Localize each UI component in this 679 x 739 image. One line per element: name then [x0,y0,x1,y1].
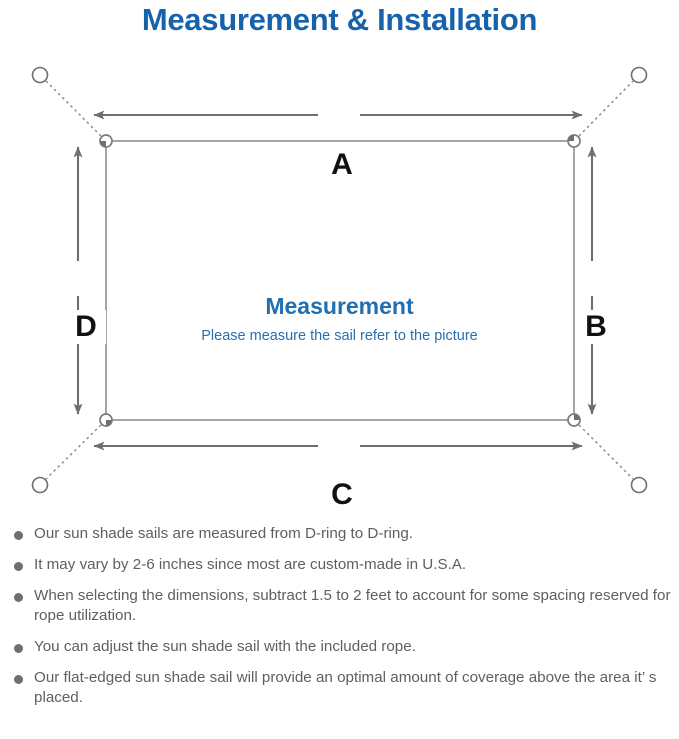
bullet-icon [14,562,23,571]
d-ring-fill-top-left [100,141,106,147]
rope-line-top-right [578,80,634,137]
bullet-icon [14,593,23,602]
list-item: It may vary by 2-6 inches since most are… [0,555,679,575]
bullet-icon [14,675,23,684]
list-item: Our sun shade sails are measured from D-… [0,524,679,544]
anchor-point-top-left [31,66,49,84]
rope-line-bottom-right [578,424,634,480]
d-ring-fill-bottom-left [106,420,112,426]
anchor-point-bottom-left [31,476,49,494]
dimension-label-b: B [576,310,616,344]
list-item-text: When selecting the dimensions, subtract … [34,587,671,624]
dimension-label-c: C [320,478,364,512]
page-title: Measurement & Installation [141,2,538,37]
list-item-text: It may vary by 2-6 inches since most are… [34,556,467,573]
measurement-diagram: Measurement Please measure the sail refe… [0,48,679,518]
sail-measurement-label: Measurement [265,293,414,319]
list-item-text: Our sun shade sails are measured from D-… [34,525,413,542]
sail-rectangle [105,140,575,421]
list-item-text: Our flat-edged sun shade sail will provi… [34,669,657,706]
notes-list: Our sun shade sails are measured from D-… [0,524,679,719]
list-item-text: You can adjust the sun shade sail with t… [34,638,416,655]
d-ring-fill-top-right [568,135,574,141]
list-item: Our flat-edged sun shade sail will provi… [0,668,679,708]
anchor-point-top-right [630,66,648,84]
d-ring-fill-bottom-right [574,414,580,420]
list-item: You can adjust the sun shade sail with t… [0,637,679,657]
rope-line-bottom-left [45,424,102,480]
anchor-point-bottom-right [630,476,648,494]
dimension-label-d: D [66,310,106,344]
rope-line-top-left [45,80,102,137]
bullet-icon [14,531,23,540]
dimension-label-a: A [320,148,364,182]
diagram-svg [31,66,648,494]
list-item: When selecting the dimensions, subtract … [0,586,679,626]
bullet-icon [14,644,23,653]
sail-measurement-subtitle: Please measure the sail refer to the pic… [201,328,478,344]
